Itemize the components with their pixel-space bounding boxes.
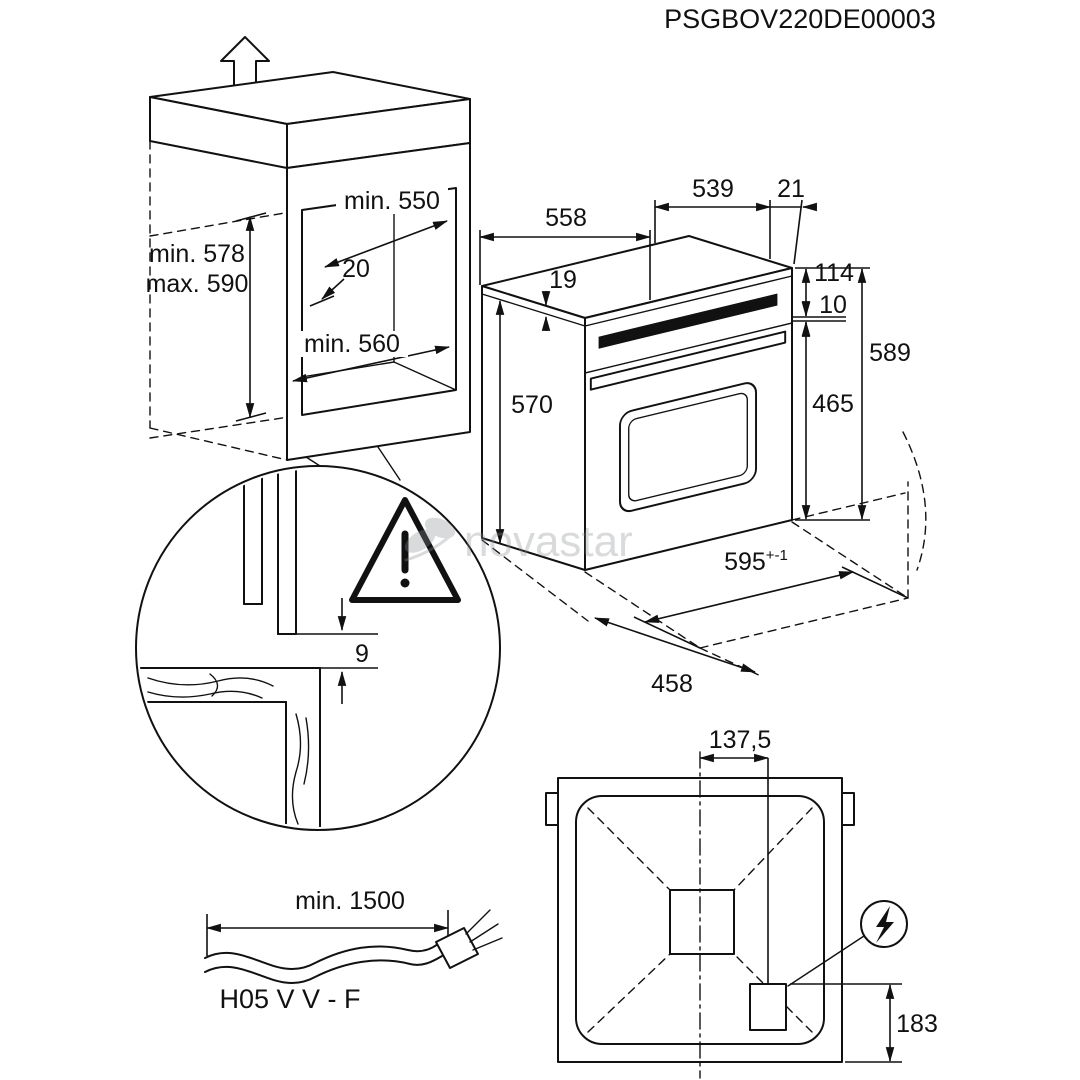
watermark: novastar bbox=[404, 517, 633, 566]
up-arrow-icon bbox=[220, 36, 270, 89]
dim-top-lip-label: 19 bbox=[549, 266, 577, 294]
connection-leader-line bbox=[787, 935, 865, 987]
dim-top-lip: 19 bbox=[541, 266, 577, 331]
dim-door-height: 465 bbox=[801, 320, 854, 521]
wire-strand bbox=[469, 923, 499, 943]
dim-rear-offset-label: 20 bbox=[342, 255, 370, 283]
swing-arc bbox=[902, 431, 927, 571]
dim-niche-height-min-label: min. 578 bbox=[149, 240, 245, 268]
wire-strand bbox=[472, 937, 503, 951]
dim-connection-offset-y-label: 183 bbox=[896, 1010, 938, 1038]
dim-total-depth-label: 458 bbox=[651, 670, 693, 698]
dim-front-width: 595+-1 bbox=[633, 547, 909, 649]
detail-circle: 9 bbox=[135, 465, 501, 831]
oven-diagram: 558 539 21 19 570 bbox=[478, 175, 927, 698]
oven-body bbox=[481, 235, 793, 571]
warning-icon bbox=[349, 497, 461, 603]
cable-diagram: min. 1500 H05 V V - F bbox=[204, 887, 503, 1014]
rear-panel-section bbox=[243, 469, 297, 635]
dim-niche-width-label: min. 560 bbox=[304, 330, 400, 358]
dim-connection-offset-y: 183 bbox=[790, 983, 938, 1063]
power-cable bbox=[204, 909, 503, 984]
dim-niche-depth-label: min. 550 bbox=[344, 187, 440, 215]
dim-side-height: 570 bbox=[495, 299, 553, 545]
wood-grain bbox=[147, 690, 263, 699]
dim-niche-depth: min. 550 bbox=[323, 187, 449, 268]
dim-connection-offset-x: 137,5 bbox=[698, 726, 772, 984]
control-panel-edge bbox=[584, 322, 793, 374]
dim-cable-length-label: min. 1500 bbox=[295, 887, 405, 915]
door-window-inner bbox=[628, 392, 748, 502]
electrical-symbol bbox=[860, 900, 908, 948]
watermark-brand: novastar bbox=[464, 517, 633, 566]
door-window-outer bbox=[619, 382, 758, 513]
cable-end-sleeve bbox=[435, 927, 479, 969]
wire-strand bbox=[465, 909, 491, 935]
dim-side-height-label: 570 bbox=[511, 391, 553, 419]
mounting-tab-left bbox=[545, 792, 559, 826]
watermark-leaf-icon bbox=[404, 517, 456, 562]
dim-total-depth: 458 bbox=[593, 617, 757, 698]
control-panel-display bbox=[598, 293, 778, 349]
wood-grain bbox=[291, 713, 302, 825]
wood-grain bbox=[303, 717, 310, 785]
niche-opening bbox=[301, 187, 457, 416]
rear-diagonals bbox=[587, 807, 813, 1033]
dim-panel-gap-label: 9 bbox=[355, 640, 369, 668]
dim-panel-gap: 9 bbox=[296, 598, 378, 704]
dim-connection-offset-x-label: 137,5 bbox=[709, 726, 772, 754]
chipboard-section bbox=[139, 667, 321, 827]
dim-body-depth: 558 bbox=[478, 204, 652, 300]
worktop bbox=[149, 71, 471, 169]
dim-front-width-label: 595+-1 bbox=[724, 547, 788, 576]
dim-top-width: 539 bbox=[653, 175, 772, 259]
dim-door-height-label: 465 bbox=[812, 390, 854, 418]
door-handle bbox=[589, 330, 787, 391]
mounting-tab-right bbox=[841, 792, 855, 826]
dim-body-depth-label: 558 bbox=[545, 204, 587, 232]
connection-box bbox=[749, 983, 787, 1031]
dim-panel-gap10: 10 bbox=[801, 291, 847, 337]
cable-type-label: H05 V V - F bbox=[219, 984, 360, 1014]
cabinet-niche-diagram: min. 578 max. 590 min. 550 20 min. 560 bbox=[146, 36, 471, 483]
dim-niche-height: min. 578 max. 590 bbox=[146, 212, 267, 422]
rear-view-diagram: 137,5 183 bbox=[545, 726, 938, 1079]
dim-top-corner: 21 bbox=[770, 175, 817, 265]
dim-panel-height: 114 bbox=[801, 259, 854, 318]
drawing-code: PSGBOV220DE00003 bbox=[664, 4, 936, 34]
rear-center-plate bbox=[669, 889, 735, 955]
dim-panel-gap10-label: 10 bbox=[819, 291, 847, 319]
dim-cable-length: min. 1500 bbox=[205, 887, 450, 956]
dim-total-height: 589 bbox=[857, 267, 911, 521]
cabinet-hidden-edges bbox=[149, 140, 303, 461]
dim-top-corner-label: 21 bbox=[777, 175, 805, 203]
dim-top-width-label: 539 bbox=[692, 175, 734, 203]
dim-niche-height-max-label: max. 590 bbox=[146, 270, 249, 298]
oven-front-details bbox=[584, 293, 793, 513]
dim-panel-height-label: 114 bbox=[814, 259, 854, 287]
lightning-bolt-icon bbox=[876, 906, 894, 943]
wood-grain bbox=[147, 677, 274, 687]
dim-niche-width: min. 560 bbox=[291, 330, 451, 383]
dim-total-height-label: 589 bbox=[869, 339, 911, 367]
dim-rear-offset: 20 bbox=[309, 255, 370, 307]
wood-grain bbox=[209, 673, 219, 697]
